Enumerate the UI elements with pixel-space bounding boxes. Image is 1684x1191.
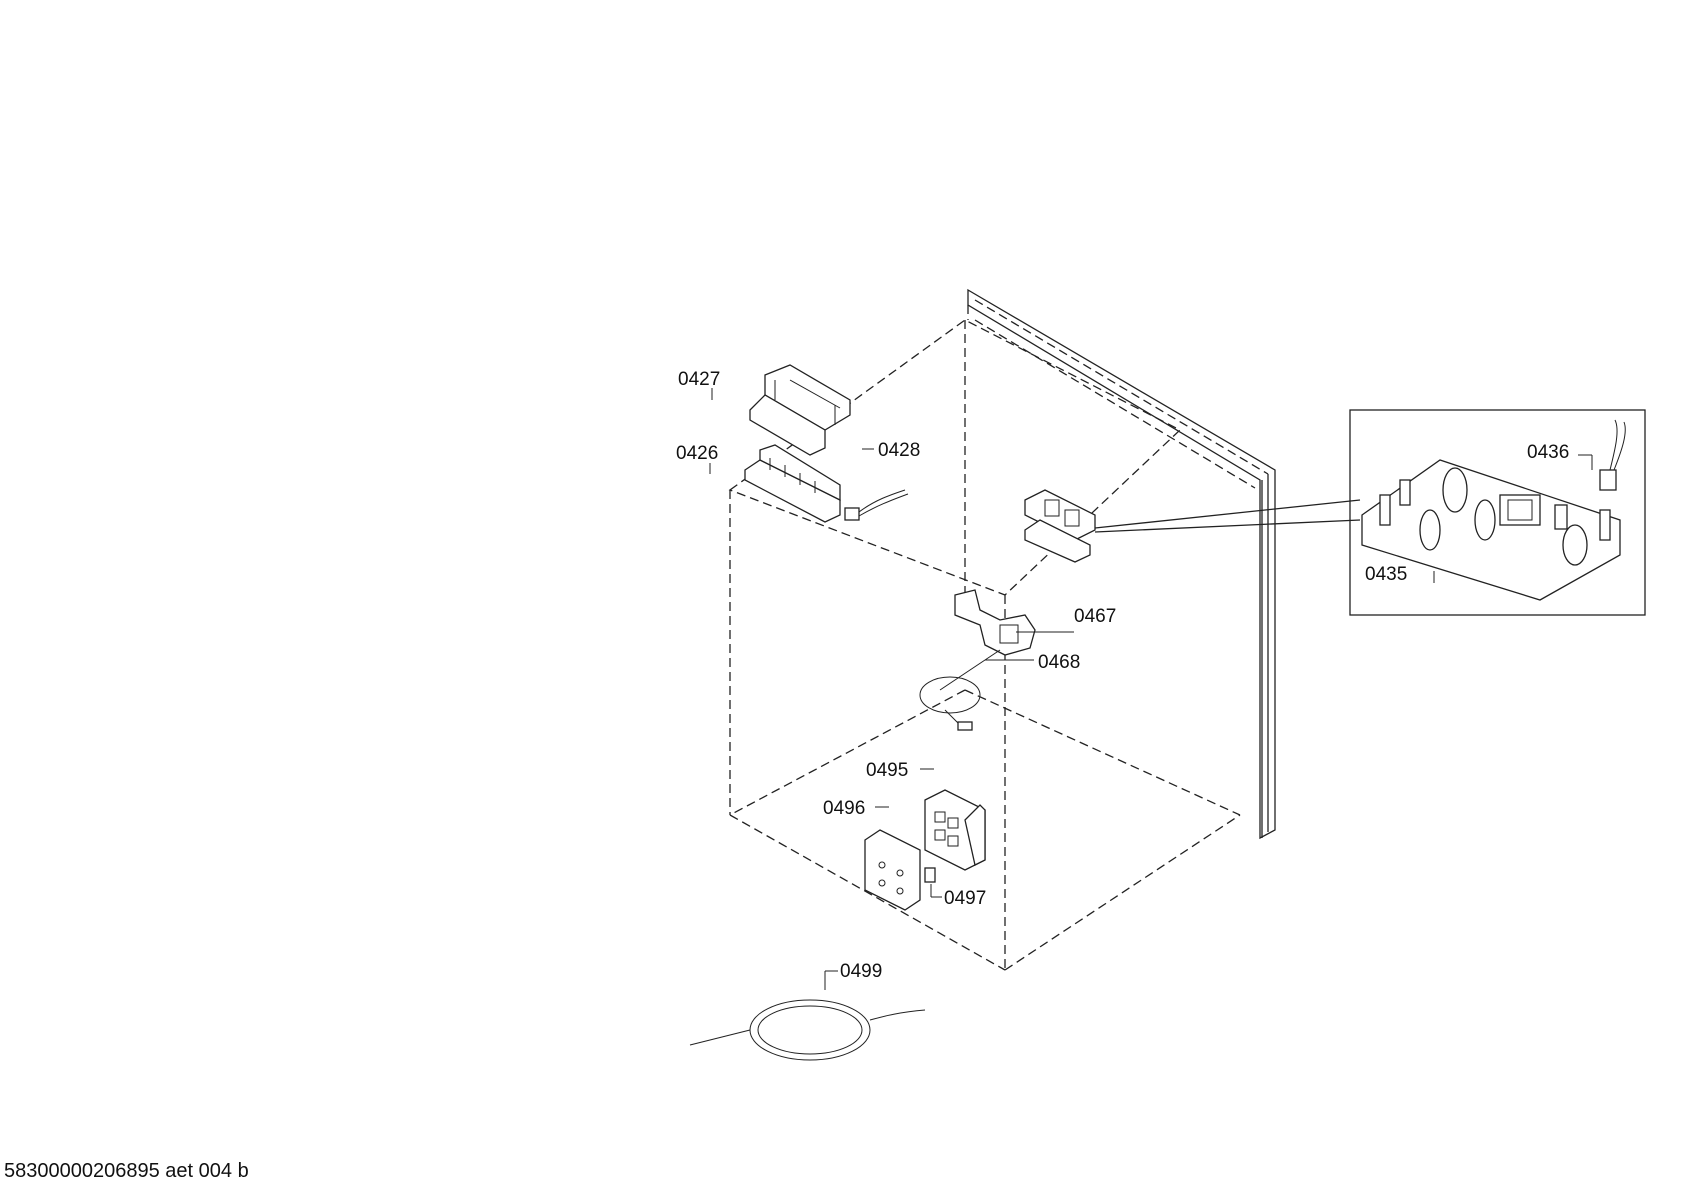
part-0497-clip (924, 867, 936, 883)
cabinet-outline (728, 319, 1241, 971)
label-0495: 0495 (866, 760, 908, 781)
part-0496-cover (864, 829, 921, 911)
part-0428-sensor (844, 489, 909, 521)
label-0467: 0467 (1074, 606, 1116, 627)
front-frame (967, 288, 1276, 840)
label-0427: 0427 (678, 369, 720, 390)
part-0435-module (1024, 489, 1096, 563)
part-0495-housing (924, 789, 986, 871)
zoom-leader (1094, 499, 1361, 533)
label-0468: 0468 (1038, 652, 1080, 673)
label-0428: 0428 (878, 440, 920, 461)
part-labels: 0427 0426 0428 0436 0435 0467 0468 0495 … (676, 369, 1569, 982)
label-leaders (709, 388, 1593, 990)
part-0436-connector (1599, 419, 1626, 491)
part-0426-terminal-block (744, 444, 841, 523)
part-0427-cover (749, 364, 851, 456)
part-0499-cable (689, 999, 926, 1061)
document-id: 58300000206895 aet 004 b (4, 1160, 249, 1182)
detail-box (1349, 409, 1646, 616)
label-0497: 0497 (944, 888, 986, 909)
part-0467-bracket (954, 589, 1036, 656)
part-0468-cable (919, 649, 1001, 731)
label-0426: 0426 (676, 443, 718, 464)
label-0496: 0496 (823, 798, 865, 819)
label-0436: 0436 (1527, 442, 1569, 463)
label-0499: 0499 (840, 961, 882, 982)
label-0435: 0435 (1365, 564, 1407, 585)
